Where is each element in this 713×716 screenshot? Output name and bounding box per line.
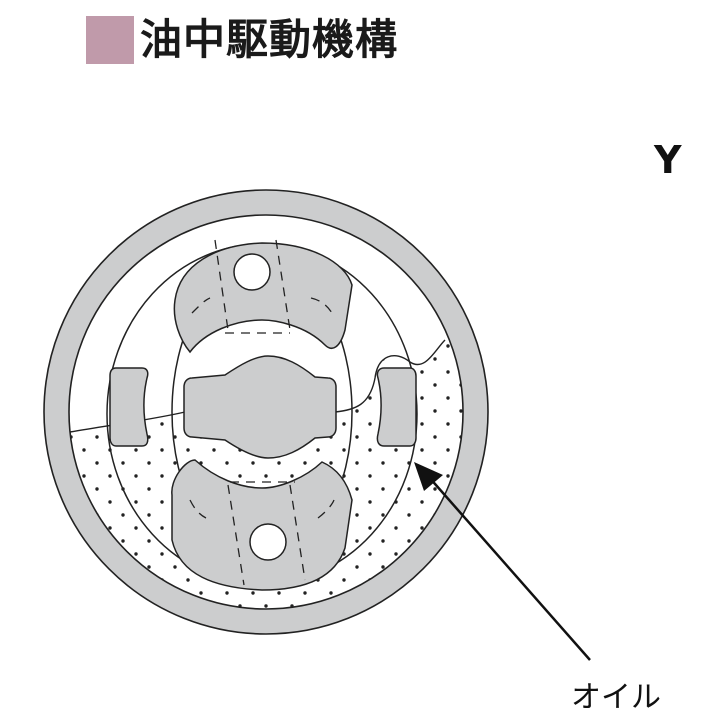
title-text: 油中駆動機構 — [140, 15, 399, 64]
title-swatch — [86, 16, 134, 64]
central-rotor — [183, 355, 337, 459]
side-label: Y — [654, 138, 682, 182]
bottom-vane — [171, 459, 353, 591]
top-vane — [173, 239, 353, 354]
bottom-vane-hole — [249, 523, 287, 561]
right-side-block — [376, 367, 417, 447]
left-side-block — [109, 367, 149, 447]
title: 油中駆動機構 — [86, 15, 398, 65]
oil-label: オイル — [571, 680, 661, 715]
top-vane-hole — [233, 253, 271, 291]
oil-callout-arrow — [414, 462, 591, 661]
